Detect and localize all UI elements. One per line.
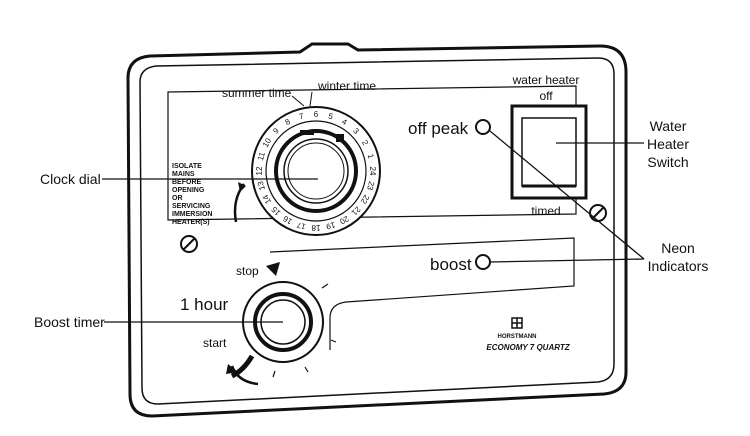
svg-text:SERVICING: SERVICING <box>172 203 211 210</box>
dial-number: 23 <box>365 180 376 191</box>
dial-number: 9 <box>271 126 281 136</box>
svg-text:OPENING: OPENING <box>172 187 205 194</box>
dial-number: 6 <box>314 110 319 119</box>
boost-label: boost <box>430 255 472 274</box>
svg-text:IMMERSION: IMMERSION <box>172 211 212 218</box>
dial-number: 4 <box>340 117 349 127</box>
dial-number: 12 <box>255 166 264 175</box>
svg-text:ISOLATE: ISOLATE <box>172 163 202 170</box>
start-label: start <box>203 336 227 350</box>
start-arc <box>230 354 255 379</box>
boost-timer-callout: Boost timer <box>34 314 105 330</box>
model-label: ECONOMY 7 QUARTZ <box>486 343 570 352</box>
one-hour-label: 1 hour <box>180 295 229 314</box>
callout-lines <box>102 130 645 323</box>
neon-indicators-callout: Neon Indicators <box>648 240 709 274</box>
svg-text:OR: OR <box>172 195 183 202</box>
svg-text:HEATER(S): HEATER(S) <box>172 219 210 226</box>
dial-number: 17 <box>295 220 306 231</box>
brand-label: HORSTMANN <box>498 334 537 340</box>
off-peak-label: off peak <box>408 119 469 138</box>
stop-marker-icon <box>266 262 280 276</box>
summer-time-marker <box>291 95 305 107</box>
left-screw-icon <box>180 235 198 253</box>
water-heater-switch-callout: Water Heater Switch <box>647 118 689 170</box>
dial-number: 19 <box>325 220 336 231</box>
dial-number: 3 <box>351 126 361 136</box>
clock-dial-callout: Clock dial <box>40 171 101 187</box>
dial-number: 1 <box>366 153 376 160</box>
timed-label: timed <box>531 204 560 218</box>
winter-time-label: winter time <box>317 79 376 93</box>
svg-text:MAINS: MAINS <box>172 171 195 178</box>
right-screw-icon <box>589 204 607 222</box>
stop-label: stop <box>236 264 259 278</box>
water-heater-off-label: off <box>539 89 553 103</box>
winter-time-marker <box>309 91 313 107</box>
dial-number: 11 <box>256 151 267 162</box>
water-heater-label: water heater <box>512 73 580 87</box>
start-arrowhead-icon <box>226 364 238 374</box>
dial-number: 2 <box>360 139 370 148</box>
svg-text:Heater: Heater <box>647 136 689 152</box>
water-heater-switch[interactable] <box>510 104 588 200</box>
svg-text:Water: Water <box>650 118 687 134</box>
dial-number: 5 <box>327 111 334 121</box>
arrowhead-icon <box>238 182 246 192</box>
off-peak-neon-indicator <box>475 119 491 135</box>
summer-time-label: summer time <box>222 86 292 100</box>
boost-neon-indicator <box>475 254 491 270</box>
dial-number: 18 <box>311 223 320 232</box>
dial-number: 24 <box>368 167 377 176</box>
warning-text: ISOLATE MAINS BEFORE OPENING OR SERVICIN… <box>172 163 212 226</box>
dial-number: 13 <box>256 180 267 191</box>
boost-scale-ticks <box>272 283 337 378</box>
svg-text:BEFORE: BEFORE <box>172 179 202 186</box>
svg-text:Neon: Neon <box>661 240 694 256</box>
dial-number: 8 <box>284 117 293 127</box>
svg-text:Switch: Switch <box>647 154 688 170</box>
svg-text:Indicators: Indicators <box>648 258 709 274</box>
dial-number: 7 <box>298 111 305 121</box>
horstmann-logo-icon <box>511 317 523 329</box>
